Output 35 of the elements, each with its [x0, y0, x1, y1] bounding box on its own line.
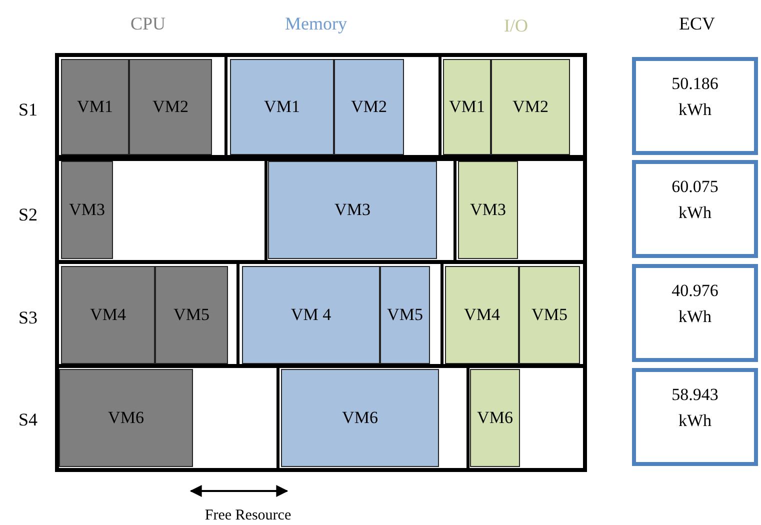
energy-value: 40.976 kWh [670, 280, 720, 328]
energy-value: 50.186 kWh [670, 73, 720, 121]
dimension-label: Free Resource [204, 508, 292, 524]
row-label: S4 [18, 410, 38, 430]
row-label: S2 [18, 204, 38, 226]
vm-block: VM2 [491, 59, 570, 155]
vm-block: VM3 [268, 161, 437, 259]
vm-block: VM1 [61, 59, 129, 155]
row-label: S3 [18, 308, 38, 328]
vm-block: VM6 [59, 369, 193, 467]
energy-value: 60.075 kWh [670, 176, 720, 224]
vm-block: VM3 [61, 161, 113, 259]
vm-block: VM6 [281, 369, 439, 467]
vm-block: VM6 [470, 369, 520, 467]
energy-value: 58.943 kWh [670, 384, 720, 432]
vm-block: VM5 [380, 266, 430, 364]
column-header: CPU [130, 14, 166, 34]
energy-value-box [632, 160, 758, 258]
vm-block: VM5 [519, 266, 580, 364]
vm-block: VM1 [230, 59, 334, 155]
column-header: Memory [285, 14, 347, 34]
vm-block: VM2 [129, 59, 212, 155]
energy-value-box [632, 57, 758, 155]
vm-block: VM3 [458, 161, 518, 259]
vm-block: VM 4 [242, 266, 380, 364]
vm-block: VM4 [61, 266, 155, 364]
energy-value-box [632, 264, 758, 362]
row-label: S1 [18, 100, 38, 120]
energy-value-box [632, 368, 758, 466]
column-header: ECV [679, 14, 715, 34]
vm-block: VM4 [445, 266, 519, 364]
column-header: I/O [504, 16, 528, 36]
vm-block: VM2 [334, 59, 404, 155]
vm-block: VM1 [443, 59, 491, 155]
vm-block: VM5 [155, 266, 228, 364]
